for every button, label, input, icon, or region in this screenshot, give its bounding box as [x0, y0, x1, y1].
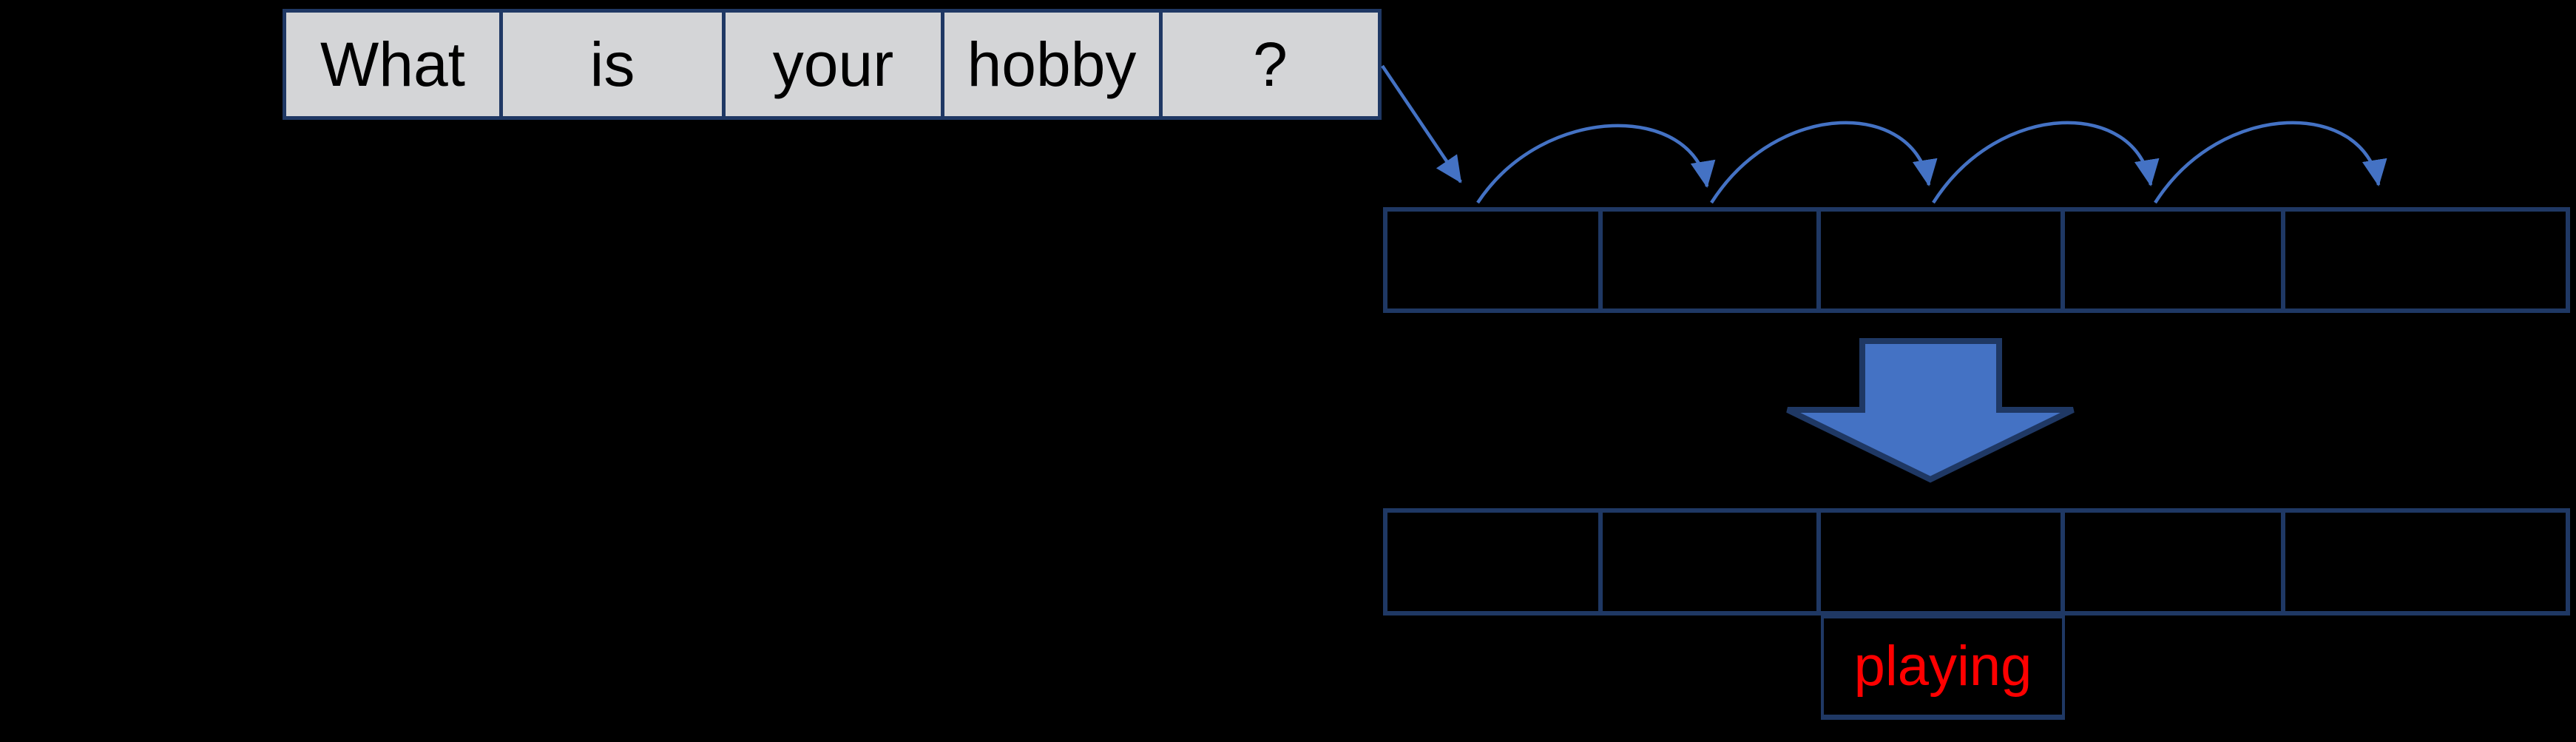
hop-arc-icon-1 — [1476, 124, 1716, 204]
hop-arc-icon-4 — [2154, 121, 2387, 204]
input-token-cell-3: your — [722, 9, 944, 120]
predicted-word-label: playing — [1853, 635, 2032, 698]
top-state-row-cell-5 — [2281, 207, 2570, 313]
input-token-cell-2: is — [499, 9, 726, 120]
top-state-row-cell-4 — [2061, 207, 2285, 313]
input-token-label: hobby — [967, 30, 1137, 99]
top-state-row — [1383, 207, 2570, 313]
input-sentence-row: What is your hobby? — [283, 9, 1382, 120]
input-to-row-arrow-icon — [1381, 64, 1462, 183]
top-state-row-cell-1 — [1383, 207, 1603, 313]
input-token-cell-4: hobby — [941, 9, 1163, 120]
input-token-label: your — [772, 30, 894, 99]
bottom-state-row — [1383, 508, 2570, 615]
down-block-arrow-icon — [1786, 338, 2075, 483]
hop-arc-icon-2 — [1710, 121, 1938, 204]
bottom-state-row-cell-4 — [2061, 508, 2285, 615]
input-token-cell-5: ? — [1159, 9, 1382, 120]
input-token-label: is — [589, 30, 635, 99]
top-state-row-cell-2 — [1598, 207, 1821, 313]
top-state-row-cell-3 — [1816, 207, 2065, 313]
bottom-state-row-cell-2 — [1598, 508, 1821, 615]
bottom-state-row-cell-1 — [1383, 508, 1603, 615]
hop-arc-icon-3 — [1932, 121, 2160, 204]
input-token-label: What — [320, 30, 466, 99]
predicted-word-cell: playing — [1821, 615, 2065, 720]
input-token-label: ? — [1253, 30, 1288, 99]
bottom-state-row-cell-5 — [2281, 508, 2570, 615]
bottom-state-row-cell-3 — [1816, 508, 2065, 615]
input-token-cell-1: What — [283, 9, 503, 120]
